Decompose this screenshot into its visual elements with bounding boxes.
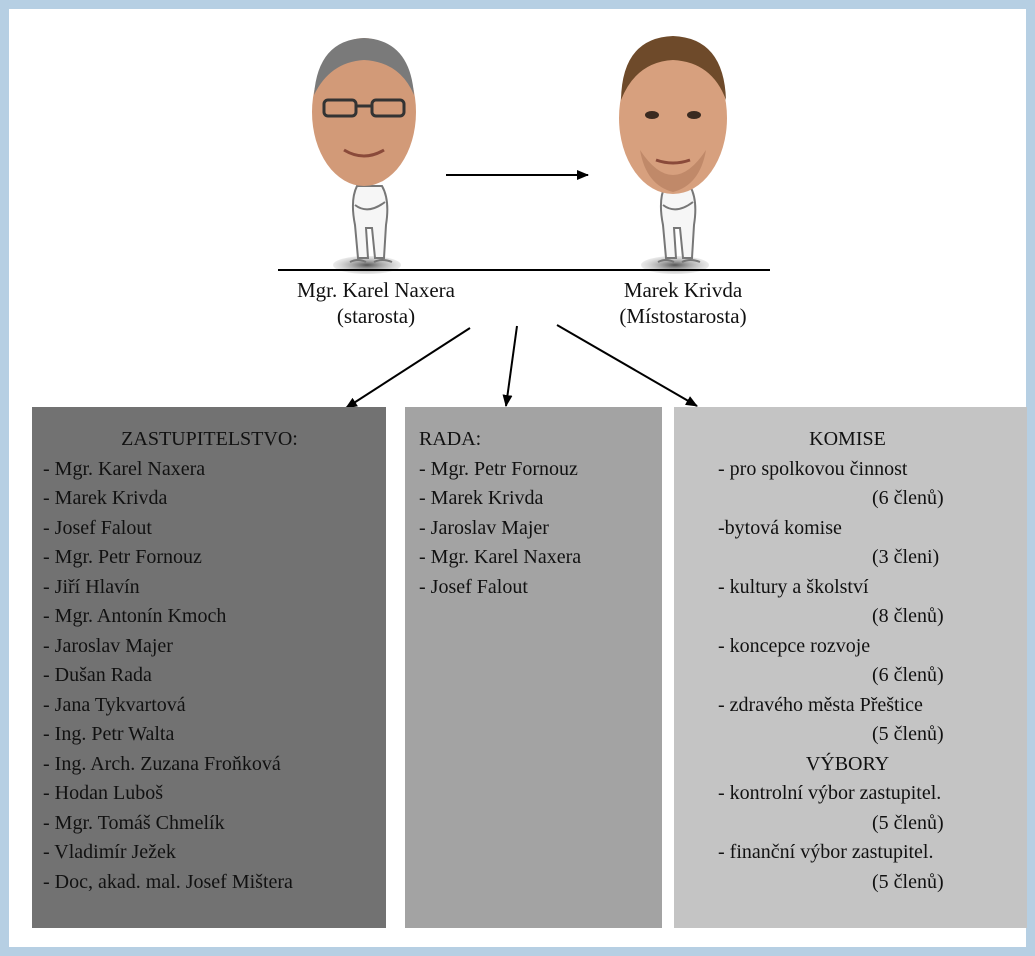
- member-count: (5 členů): [872, 723, 944, 745]
- list-item: - Ing. Petr Walta: [43, 723, 175, 745]
- rada-title: RADA:: [419, 428, 482, 450]
- rada-list: - Mgr. Petr Fornouz - Marek Krivda - Jar…: [419, 455, 662, 603]
- list-item: - Hodan Luboš: [43, 782, 163, 804]
- vybory-list: - kontrolní výbor zastupitel. (5 členů) …: [718, 779, 1027, 897]
- deputy-name: Marek Krivda: [623, 278, 743, 302]
- member-count: (8 členů): [872, 605, 944, 627]
- list-item: - Mgr. Tomáš Chmelík: [43, 811, 225, 834]
- list-item: - Josef Falout: [43, 516, 152, 539]
- list-item: - Marek Krivda: [419, 487, 544, 509]
- komise-box: KOMISE - pro spolkovou činnost (6 členů)…: [674, 407, 1027, 928]
- list-item: - Josef Falout: [419, 575, 528, 598]
- list-item: - pro spolkovou činnost: [718, 457, 908, 480]
- list-item: - finanční výbor zastupitel.: [718, 841, 934, 863]
- mayor-name: Mgr. Karel Naxera: [296, 278, 455, 302]
- member-count: (5 členů): [872, 870, 944, 893]
- list-item: - Ing. Arch. Zuzana Froňková: [43, 752, 281, 775]
- member-count: (6 členů): [872, 487, 944, 509]
- rada-box: RADA: - Mgr. Petr Fornouz - Marek Krivda…: [405, 407, 662, 928]
- list-item: - Jaroslav Majer: [419, 516, 549, 539]
- list-item: - Marek Krivda: [43, 487, 168, 509]
- vybory-title: VÝBORY: [805, 752, 890, 775]
- list-item: - Mgr. Petr Fornouz: [419, 457, 578, 480]
- deputy-figure: [619, 36, 727, 274]
- mayor-label: Mgr. Karel Naxera (starosta): [262, 277, 490, 329]
- list-item: - Doc, akad. mal. Josef Mištera: [43, 870, 293, 893]
- list-item: - zdravého města Přeštice: [718, 693, 923, 716]
- arrow-to-rada: [502, 325, 518, 407]
- list-item: - koncepce rozvoje: [718, 634, 871, 657]
- deputy-role: (Místostarosta): [619, 304, 747, 328]
- list-item: - Mgr. Antonín Kmoch: [43, 605, 227, 627]
- list-item: - Jiří Hlavín: [43, 575, 140, 598]
- list-item: -bytová komise: [718, 516, 842, 539]
- list-item: - Vladimír Ježek: [43, 841, 176, 863]
- list-item: - Mgr. Petr Fornouz: [43, 546, 202, 568]
- zastupitelstvo-title: ZASTUPITELSTVO:: [121, 428, 298, 450]
- list-item: - Jana Tykvartová: [43, 693, 186, 716]
- zastupitelstvo-list: - Mgr. Karel Naxera - Marek Krivda - Jos…: [43, 455, 386, 898]
- list-item: - Dušan Rada: [43, 664, 152, 686]
- komise-title: KOMISE: [809, 428, 886, 450]
- arrow-to-komise: [556, 324, 698, 407]
- list-item: - kultury a školství: [718, 575, 869, 598]
- mayor-role: (starosta): [336, 304, 416, 328]
- zastupitelstvo-box: ZASTUPITELSTVO: - Mgr. Karel Naxera - Ma…: [32, 407, 386, 928]
- list-item: - kontrolní výbor zastupitel.: [718, 782, 942, 804]
- member-count: (5 členů): [872, 811, 944, 834]
- list-item: - Mgr. Karel Naxera: [419, 546, 582, 568]
- deputy-label: Marek Krivda (Místostarosta): [578, 277, 788, 329]
- list-item: - Mgr. Karel Naxera: [43, 457, 206, 480]
- arrow-to-zastupitelstvo: [345, 327, 471, 409]
- mayor-figure: [312, 38, 416, 274]
- member-count: (3 členi): [872, 546, 940, 568]
- member-count: (6 členů): [872, 664, 944, 686]
- list-item: - Jaroslav Majer: [43, 634, 173, 657]
- komise-list: - pro spolkovou činnost (6 členů) -bytov…: [718, 455, 1027, 750]
